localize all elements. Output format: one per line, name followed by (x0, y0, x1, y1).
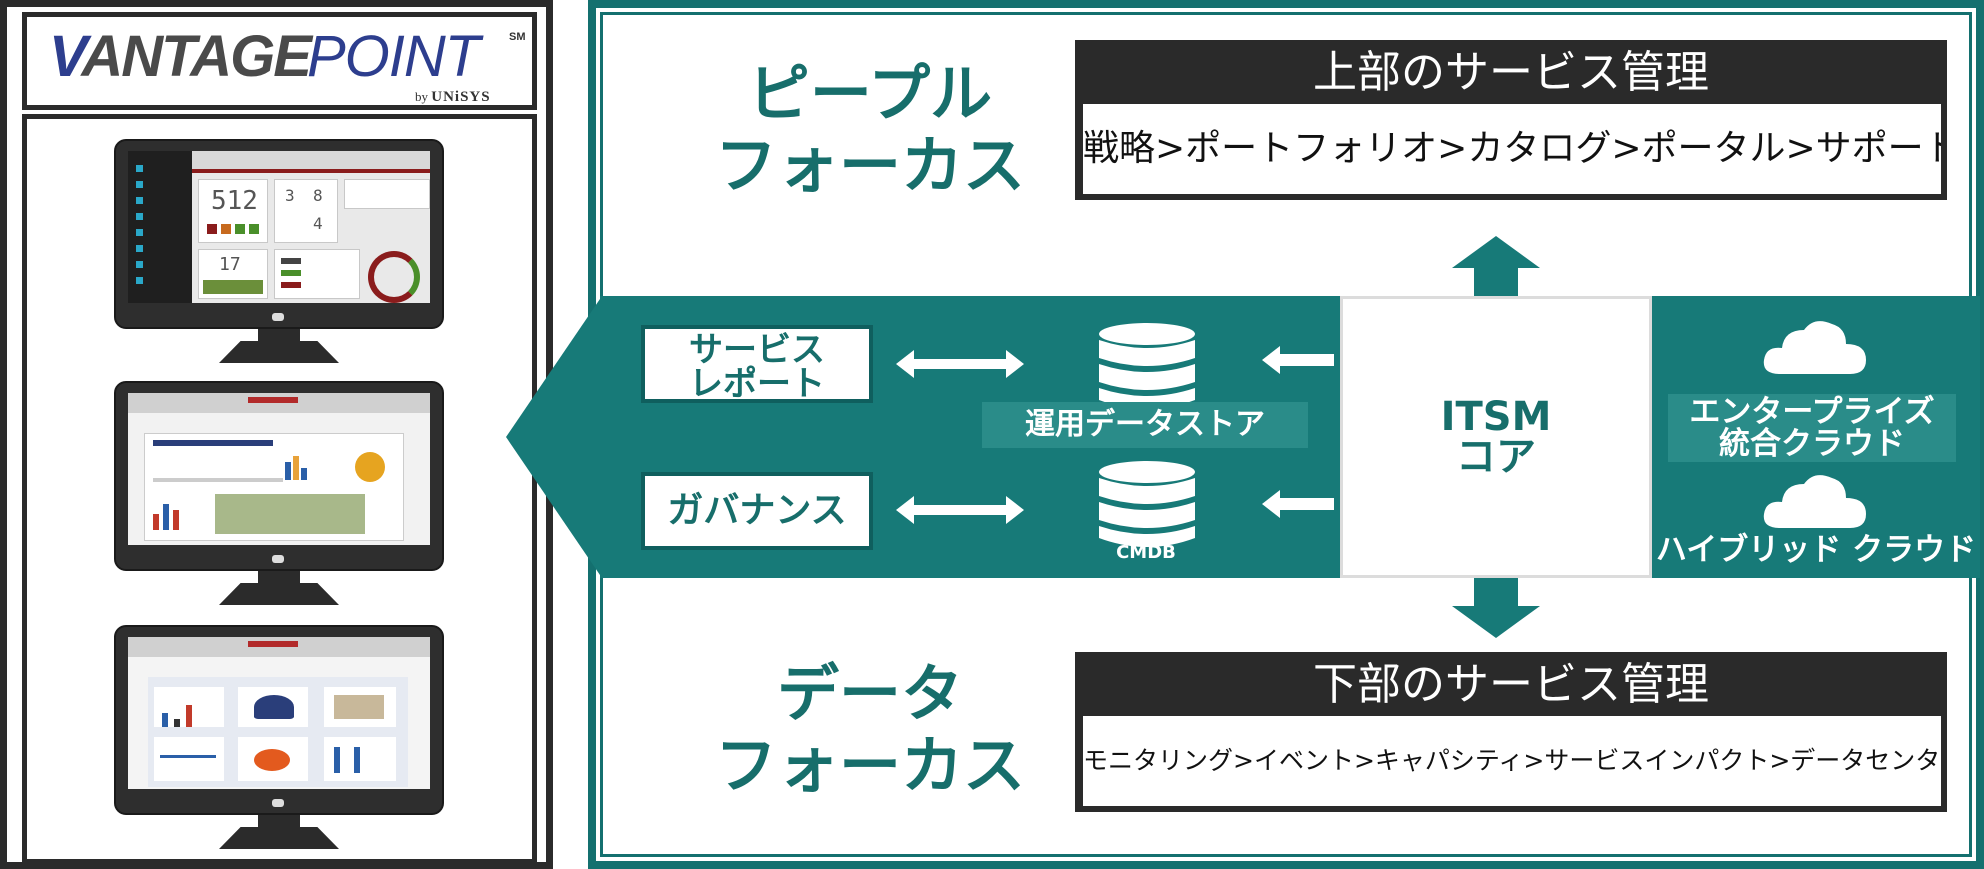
vantagepoint-logo: VANTAGE POINT SM by UNiSYS (22, 12, 537, 110)
logo-vantage-text: VANTAGE (49, 24, 312, 89)
monitor-neck (258, 329, 300, 343)
metric-card: 3 8 4 (274, 179, 338, 243)
cmdb-label: CMDB (1116, 542, 1176, 563)
monitor-neck (258, 815, 300, 829)
hybrid-cloud-label: ハイブリッド クラウド (1655, 532, 1977, 568)
monitor-dashboard: 512 3 8 4 17 (114, 139, 444, 365)
report-panel (144, 433, 404, 541)
monitor-neck (258, 571, 300, 585)
monitor-reports (114, 381, 444, 607)
arrow-to-cmdb (1262, 490, 1334, 518)
upper-service-management: 上部のサービス管理 戦略>ポートフォリオ>カタログ>ポータル>サポート (1075, 40, 1947, 200)
itsm-core-box: ITSM コア (1340, 296, 1652, 578)
lower-service-management: 下部のサービス管理 モニタリング>イベント>キャパシティ>サービスインパクト>デ… (1075, 652, 1947, 812)
enterprise-cloud-label: エンタープライズ 統合クラウド (1668, 394, 1956, 462)
down-arrow (1452, 574, 1540, 638)
double-arrow-report (896, 350, 1024, 378)
metric-card (344, 179, 430, 209)
service-report-box: サービス レポート (641, 325, 873, 403)
gauge-chart (368, 251, 420, 303)
monitor-gallery: 512 3 8 4 17 (22, 114, 537, 864)
ops-datastore-label: 運用データストア (982, 402, 1308, 448)
database-icon (1099, 461, 1195, 547)
data-focus-title: データ フォーカス (714, 657, 1025, 802)
governance-box: ガバナンス (641, 472, 873, 550)
metric-card: 17 (198, 249, 268, 299)
dashboard-screenshot: 512 3 8 4 17 (128, 151, 430, 303)
monitor-stand (219, 583, 339, 605)
dashboard-sidebar (128, 151, 192, 303)
metric-card (274, 249, 360, 299)
lower-mgmt-flow: モニタリング>イベント>キャパシティ>サービスインパクト>データセンター (1083, 716, 1941, 806)
map-chart (215, 494, 365, 534)
analytics-screenshot (128, 637, 430, 789)
upper-mgmt-flow: 戦略>ポートフォリオ>カタログ>ポータル>サポート (1083, 104, 1941, 194)
up-arrow (1452, 236, 1540, 300)
power-dot (272, 555, 284, 563)
metric-card: 512 (198, 179, 268, 243)
cloud-icon (1763, 475, 1866, 528)
logo-point-text: POINT (307, 24, 480, 89)
power-dot (272, 799, 284, 807)
pie-chart (355, 452, 385, 482)
arrow-to-datastore (1262, 346, 1334, 374)
upper-mgmt-title: 上部のサービス管理 (1313, 47, 1709, 98)
monitor-stand (219, 341, 339, 363)
reports-screenshot (128, 393, 430, 545)
cloud-icon (1763, 321, 1866, 374)
logo-byline: by UNiSYS (415, 89, 491, 105)
lower-mgmt-title: 下部のサービス管理 (1313, 659, 1709, 710)
database-icon (1099, 323, 1195, 409)
logo-service-mark: SM (509, 31, 526, 43)
product-panel: VANTAGE POINT SM by UNiSYS 512 (0, 0, 553, 869)
monitor-stand (219, 827, 339, 849)
people-focus-title: ピープル フォーカス (714, 57, 1025, 202)
double-arrow-governance (896, 496, 1024, 524)
power-dot (272, 313, 284, 321)
itsm-core-label: ITSM コア (1440, 394, 1552, 480)
analytics-panel (148, 677, 408, 787)
monitor-analytics (114, 625, 444, 851)
